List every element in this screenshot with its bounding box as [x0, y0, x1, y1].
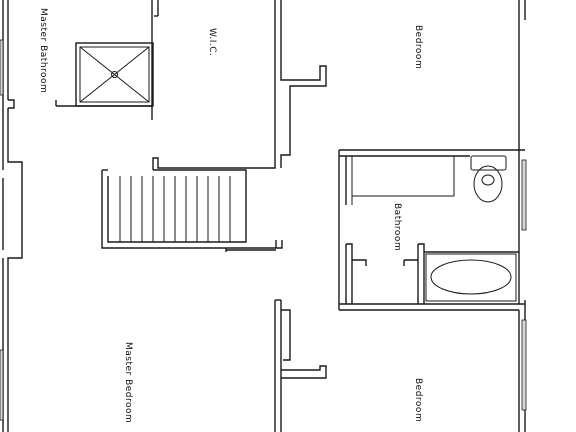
- vanity-counter: [351, 155, 455, 205]
- master-bedroom-closet-walls: [274, 299, 327, 432]
- room-label-master-bathroom: Master Bathroom: [38, 8, 48, 93]
- staircase: [101, 169, 283, 252]
- shower-stall: [75, 42, 154, 107]
- bathroom-walls: [338, 149, 519, 311]
- bathtub-icon: [425, 253, 517, 302]
- room-label-bedroom-bottom: Bedroom: [413, 378, 423, 422]
- wic-walls: [152, 0, 327, 170]
- left-exterior-wall: [0, 0, 23, 432]
- window-right-middle: [521, 159, 527, 231]
- room-label-bedroom-top: Bedroom: [413, 25, 423, 69]
- window-right-bottom: [521, 319, 527, 411]
- stair-treads: [119, 176, 231, 242]
- room-label-wic: W.I.C.: [207, 28, 217, 56]
- window-left-bottom: [0, 349, 4, 421]
- room-label-master-bedroom: Master Bedroom: [123, 342, 133, 423]
- right-exterior-wall: [518, 0, 527, 432]
- shower-drain-icon: [111, 71, 118, 78]
- room-label-bathroom: Bathroom: [392, 203, 402, 251]
- toilet-icon: [470, 155, 507, 203]
- window-left-top: [0, 39, 4, 96]
